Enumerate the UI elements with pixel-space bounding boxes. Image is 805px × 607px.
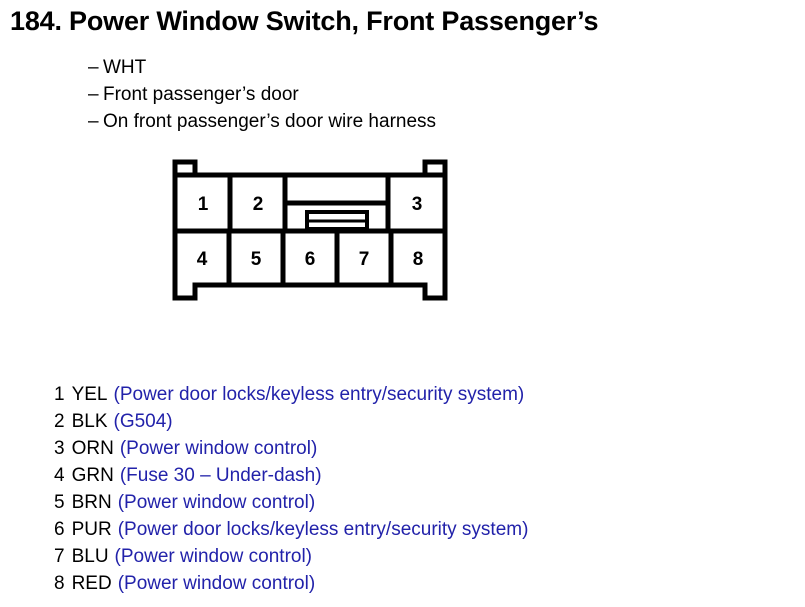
legend-description: (Power window control) [114, 546, 313, 567]
latch-tab-icon [305, 210, 369, 231]
list-item: –On front passenger’s door wire harness [88, 108, 436, 135]
legend-description: (Power window control) [117, 492, 316, 513]
legend-wire-color: ORN [71, 438, 114, 459]
legend-pin-number: 7 [54, 546, 65, 567]
legend-row: 4 GRN(Fuse 30 – Under-dash) [54, 462, 528, 489]
top-row-cavity-wall [175, 172, 445, 206]
legend-pin-number: 6 [54, 519, 65, 540]
legend-description: (Power window control) [119, 438, 318, 459]
dash-icon: – [88, 57, 99, 78]
list-item-label: Front passenger’s door [103, 84, 299, 105]
legend-description: (G504) [113, 411, 173, 432]
legend-row: 6 PUR(Power door locks/keyless entry/secu… [54, 516, 528, 543]
legend-wire-color: RED [71, 573, 112, 594]
legend-row: 1 YEL(Power door locks/keyless entry/secu… [54, 381, 528, 408]
legend-wire-color: BRN [71, 492, 112, 513]
legend-row: 5 BRN(Power window control) [54, 489, 528, 516]
legend-description: (Power door locks/keyless entry/security… [117, 519, 529, 540]
legend-row: 3 ORN(Power window control) [54, 435, 528, 462]
cavity-number-8: 8 [413, 249, 424, 270]
legend-wire-color: PUR [71, 519, 112, 540]
cavity-number-5: 5 [251, 249, 262, 270]
legend-pin-number: 3 [54, 438, 65, 459]
list-item-label: On front passenger’s door wire harness [103, 111, 437, 132]
legend-pin-number: 8 [54, 573, 65, 594]
list-item: –Front passenger’s door [88, 81, 436, 108]
page-title: 184. Power Window Switch, Front Passenge… [10, 6, 599, 36]
legend-pin-number: 1 [54, 384, 65, 405]
cavity-number-6: 6 [305, 249, 316, 270]
list-item: –WHT [88, 54, 436, 81]
legend-description: (Power window control) [117, 573, 316, 594]
legend-row: 7 BLU(Power window control) [54, 543, 528, 570]
legend-description: (Power door locks/keyless entry/security… [113, 384, 525, 405]
legend-row: 2 BLK(G504) [54, 408, 528, 435]
cavity-number-4: 4 [197, 249, 208, 270]
dash-icon: – [88, 111, 99, 132]
legend-wire-color: GRN [71, 465, 114, 486]
legend-description: (Fuse 30 – Under-dash) [119, 465, 322, 486]
cavity-number-7: 7 [359, 249, 370, 270]
dash-icon: – [88, 84, 99, 105]
cavity-number-2: 2 [253, 194, 264, 215]
cavity-number-1: 1 [198, 194, 209, 215]
legend-pin-number: 4 [54, 465, 65, 486]
legend-pin-number: 5 [54, 492, 65, 513]
connector-attributes-list: –WHT –Front passenger’s door –On front p… [88, 54, 436, 135]
legend-row: 8 RED(Power window control) [54, 570, 528, 597]
legend-wire-color: BLK [71, 411, 108, 432]
legend-wire-color: BLU [71, 546, 109, 567]
list-item-label: WHT [103, 57, 147, 78]
cavity-number-3: 3 [412, 194, 423, 215]
legend-wire-color: YEL [71, 384, 108, 405]
legend-pin-number: 2 [54, 411, 65, 432]
connector-diagram: 1 2 3 4 5 6 7 8 [172, 159, 448, 301]
